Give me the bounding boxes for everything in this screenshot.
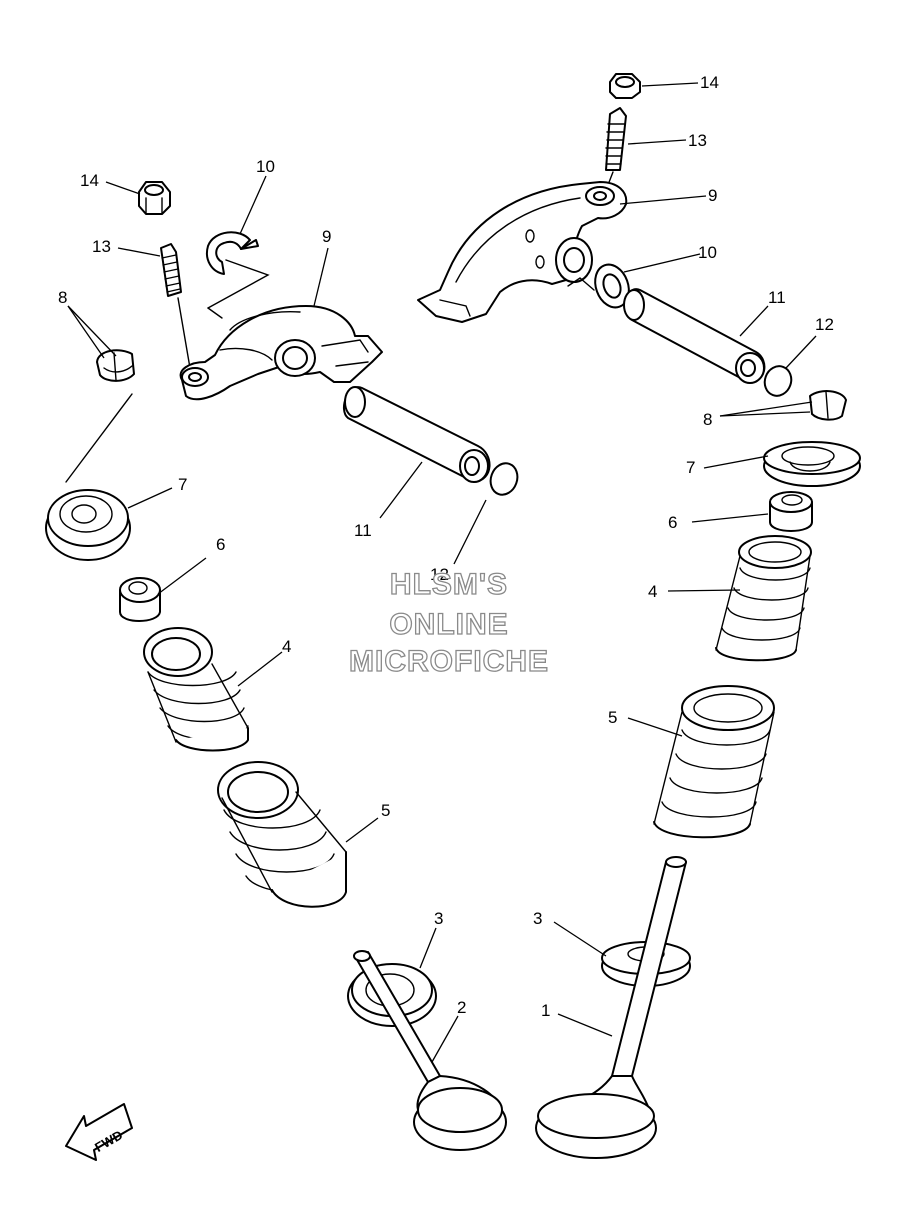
o-ring-left[interactable] <box>486 460 521 499</box>
nut-left[interactable] <box>138 181 171 215</box>
callout-13-left: 13 <box>92 237 111 256</box>
callout-6-left: 6 <box>216 535 225 554</box>
valve-stem-seal-left[interactable] <box>119 577 161 622</box>
valve-stem-seal-right[interactable] <box>769 491 813 532</box>
adjusting-screw-left[interactable] <box>160 243 191 369</box>
valve-collets-left[interactable] <box>65 349 135 483</box>
callout-labels: 14 13 9 10 11 12 8 7 6 4 5 3 1 2 3 5 4 6… <box>58 73 834 1020</box>
callout-6-right: 6 <box>668 513 677 532</box>
valve-collets-right[interactable] <box>809 390 847 421</box>
rocker-shaft-left[interactable] <box>343 386 491 483</box>
outer-valve-spring-right[interactable] <box>653 685 775 839</box>
nut-right[interactable] <box>609 73 641 99</box>
inner-valve-spring-right[interactable] <box>715 535 812 662</box>
valve-1[interactable] <box>535 856 687 1159</box>
callout-11-left: 11 <box>354 521 372 540</box>
callout-13-right: 13 <box>688 131 707 150</box>
callout-11-right: 11 <box>768 288 786 307</box>
callout-7-right: 7 <box>686 458 695 477</box>
callout-5-left: 5 <box>381 801 390 820</box>
callout-4-right: 4 <box>648 582 657 601</box>
clip-left[interactable] <box>206 231 270 319</box>
callout-9-left: 9 <box>322 227 331 246</box>
valve-2[interactable] <box>353 950 507 1151</box>
callout-3-right: 3 <box>533 909 542 928</box>
watermark-line-1: HLSM'S <box>390 568 508 601</box>
o-ring-right[interactable] <box>761 362 796 399</box>
adjusting-screw-right[interactable] <box>605 107 627 191</box>
rocker-arm-left[interactable] <box>179 305 383 401</box>
spring-retainer-right[interactable] <box>763 441 861 487</box>
watermark-line-3: MICROFICHE <box>349 645 549 678</box>
callout-1: 1 <box>541 1001 550 1020</box>
callout-3-left: 3 <box>434 909 443 928</box>
fwd-arrow-icon: FWD <box>65 1103 133 1161</box>
callout-14-right: 14 <box>700 73 719 92</box>
callout-9-right: 9 <box>708 186 717 205</box>
callout-7-left: 7 <box>178 475 187 494</box>
watermark: HLSM'S ONLINE MICROFICHE <box>348 567 549 678</box>
rocker-shaft-right[interactable] <box>623 288 766 384</box>
callout-2: 2 <box>457 998 466 1017</box>
spring-retainer-left[interactable] <box>45 489 131 561</box>
inner-valve-spring-left[interactable] <box>143 627 249 752</box>
clip-right[interactable] <box>567 260 635 312</box>
leader-lines <box>67 82 817 1063</box>
callout-14-left: 14 <box>80 171 99 190</box>
callout-5-right: 5 <box>608 708 617 727</box>
callout-12-right: 12 <box>815 315 834 334</box>
callout-8-right: 8 <box>703 410 712 429</box>
watermark-line-2: ONLINE <box>389 608 508 641</box>
callout-10-right: 10 <box>698 243 717 262</box>
callout-8-left: 8 <box>58 288 67 307</box>
outer-valve-spring-left[interactable] <box>217 761 347 908</box>
callout-12-left: 12 <box>430 565 449 584</box>
callout-4-left: 4 <box>282 637 291 656</box>
rocker-arm-right[interactable] <box>417 181 628 323</box>
callout-10-left: 10 <box>256 157 275 176</box>
